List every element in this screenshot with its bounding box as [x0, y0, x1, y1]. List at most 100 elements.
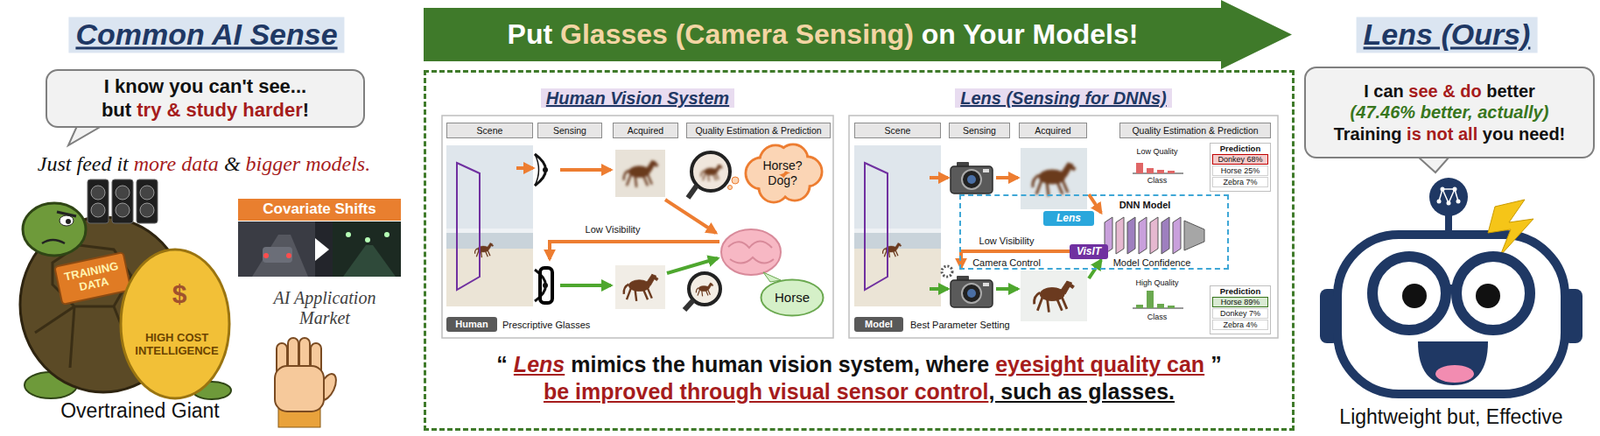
node-text: Zebra 4%: [1222, 320, 1257, 330]
tag-box: Model: [854, 316, 904, 332]
flow-label: Model Confidence: [1113, 257, 1192, 269]
panel-frame-part: [442, 115, 834, 338]
node-label: Sensing: [553, 125, 587, 137]
robot-illustration-part: [1337, 234, 1565, 394]
human-vision-illustration-part: [624, 273, 659, 301]
node-text: try & study harder: [136, 98, 303, 121]
covariate-shift-photo-part: [286, 252, 292, 259]
human-vision-illustration-part: [701, 164, 723, 182]
lens-pipeline-illustration-part: [1184, 220, 1205, 251]
covariate-shift-photo-part: [364, 237, 371, 243]
table-row: Horse 25%: [1212, 165, 1269, 176]
table-row: Donkey 68%: [1212, 154, 1269, 165]
node-text: Horse 25%: [1221, 166, 1261, 176]
flow-label: Camera Control: [972, 257, 1041, 269]
node-text: Quality Estimation & Prediction: [1131, 125, 1258, 136]
table-row: Zebra 4%: [1212, 319, 1269, 330]
flow-label: Low Visibility: [979, 235, 1035, 247]
turtle-illustration-part: [42, 239, 65, 244]
robot-illustration-part: [1446, 201, 1452, 206]
node-text: you need!: [1482, 124, 1565, 144]
human-vision-illustration-part: [728, 185, 733, 190]
human-vision-illustration-part: [615, 265, 666, 309]
chart-title: High Quality: [1135, 278, 1179, 288]
node-text: Horse? Dog?: [762, 158, 802, 188]
caption-line: Just feed itmore data&bigger models.: [37, 152, 371, 177]
axis-label: Class: [1147, 312, 1168, 322]
turtle-illustration-part: [115, 203, 130, 218]
header-box: Sensing: [948, 122, 1011, 139]
node-text: Put: [507, 18, 554, 50]
human-vision-illustration-part: [763, 272, 781, 282]
node-label: Horse 89%: [1221, 297, 1261, 308]
lens-pipeline-illustration-part: [941, 266, 953, 277]
header-box: Sensing: [537, 122, 603, 139]
turtle-illustration-part: [115, 185, 130, 200]
node-text: VisIT: [1076, 245, 1102, 258]
human-vision-illustration-part: [731, 176, 739, 184]
turtle-illustration-part: [136, 179, 158, 224]
robot-illustration-part: [1487, 199, 1534, 256]
node-label: Prediction: [1210, 286, 1271, 297]
robot-illustration-part: [1456, 256, 1530, 330]
human-vision-illustration-part: [684, 300, 694, 310]
turtle-illustration-part: [140, 203, 155, 218]
caption-text: Just feed it: [37, 152, 129, 176]
turtle-illustration-part: [91, 185, 106, 200]
human-vision-illustration-part: [560, 168, 611, 172]
covariate-shift-photo-part: [262, 246, 293, 263]
turtle-illustration-part: [112, 179, 134, 224]
dashed-frame: “Lensmimics the human vision system, whe…: [423, 70, 1295, 431]
node-text: I can: [1363, 81, 1404, 101]
lens-pipeline-illustration-part: [1136, 304, 1144, 309]
node-text: Sensing: [962, 125, 997, 136]
header-box: Quality Estimation & Prediction: [1119, 122, 1271, 139]
lens-pipeline-illustration-part: [1115, 217, 1124, 254]
node-label: Prediction: [1210, 143, 1271, 155]
turtle-illustration: [20, 179, 232, 400]
lens-pipeline-illustration-part: [1136, 162, 1144, 174]
turtle-illustration-part: [35, 245, 132, 368]
robot-illustration-part: [1437, 199, 1442, 204]
section-title: Lens (Ours): [1356, 16, 1538, 53]
node-label: PutGlasses (Camera Sensing)on Your Model…: [507, 17, 1139, 52]
header-box: Scene: [854, 122, 941, 139]
node-text: DNN Model: [1119, 199, 1172, 211]
node-label: Covariate Shifts: [262, 200, 376, 219]
turtle-illustration-part: [56, 211, 77, 217]
node-text: Acquired: [627, 125, 664, 136]
node-label: Horse? Dog?: [755, 158, 810, 189]
prediction-table: PredictionHorse 89%Donkey 7%Zebra 4%: [1209, 285, 1271, 335]
lens-pipeline-illustration-part: [1020, 147, 1088, 210]
node-text: Zebra 7%: [1222, 177, 1257, 187]
lens-pipeline-illustration-part: [1020, 270, 1088, 322]
panel-group: Human Vision SystemSceneSensingAcquiredQ…: [442, 85, 834, 340]
node-text: Acquired: [1034, 125, 1071, 136]
node-text: Glasses (Camera Sensing): [560, 18, 914, 50]
robot-illustration-part: [1429, 177, 1468, 217]
node-text: Prediction: [1220, 143, 1261, 154]
module-box: VisIT: [1069, 244, 1109, 260]
lens-pipeline-illustration-part: [1138, 217, 1147, 254]
node-text: (47.46% better, actually): [1350, 102, 1550, 122]
robot-illustration-part: [1440, 187, 1446, 192]
robot-illustration-part: [1417, 341, 1488, 386]
node-label: DNN Model: [1092, 199, 1198, 211]
lens-pipeline-illustration-part: [950, 161, 993, 194]
node-label: Human: [455, 318, 488, 330]
covariate-shift-photo-part: [315, 238, 330, 261]
stop-hand-icon: [274, 337, 340, 428]
caption-text: more data: [133, 152, 219, 176]
table-row: Zebra 7%: [1212, 176, 1269, 188]
panel-frame: [442, 115, 1278, 338]
robot-illustration-part: [1475, 283, 1501, 309]
lens-pipeline-illustration-part: [1161, 217, 1170, 254]
speech-bubble: I cansee & dobetter(47.46% better, actua…: [1304, 66, 1595, 159]
covariate-shift-photo-part: [345, 231, 351, 238]
human-vision-illustration-part: [728, 241, 774, 264]
lens-pipeline-illustration-part: [1032, 162, 1076, 197]
lens-pipeline-illustration-part: [1157, 303, 1165, 309]
lens-pipeline-illustration-part: [854, 145, 941, 307]
node-text: !: [302, 98, 309, 121]
node-label: Acquired: [627, 125, 664, 137]
